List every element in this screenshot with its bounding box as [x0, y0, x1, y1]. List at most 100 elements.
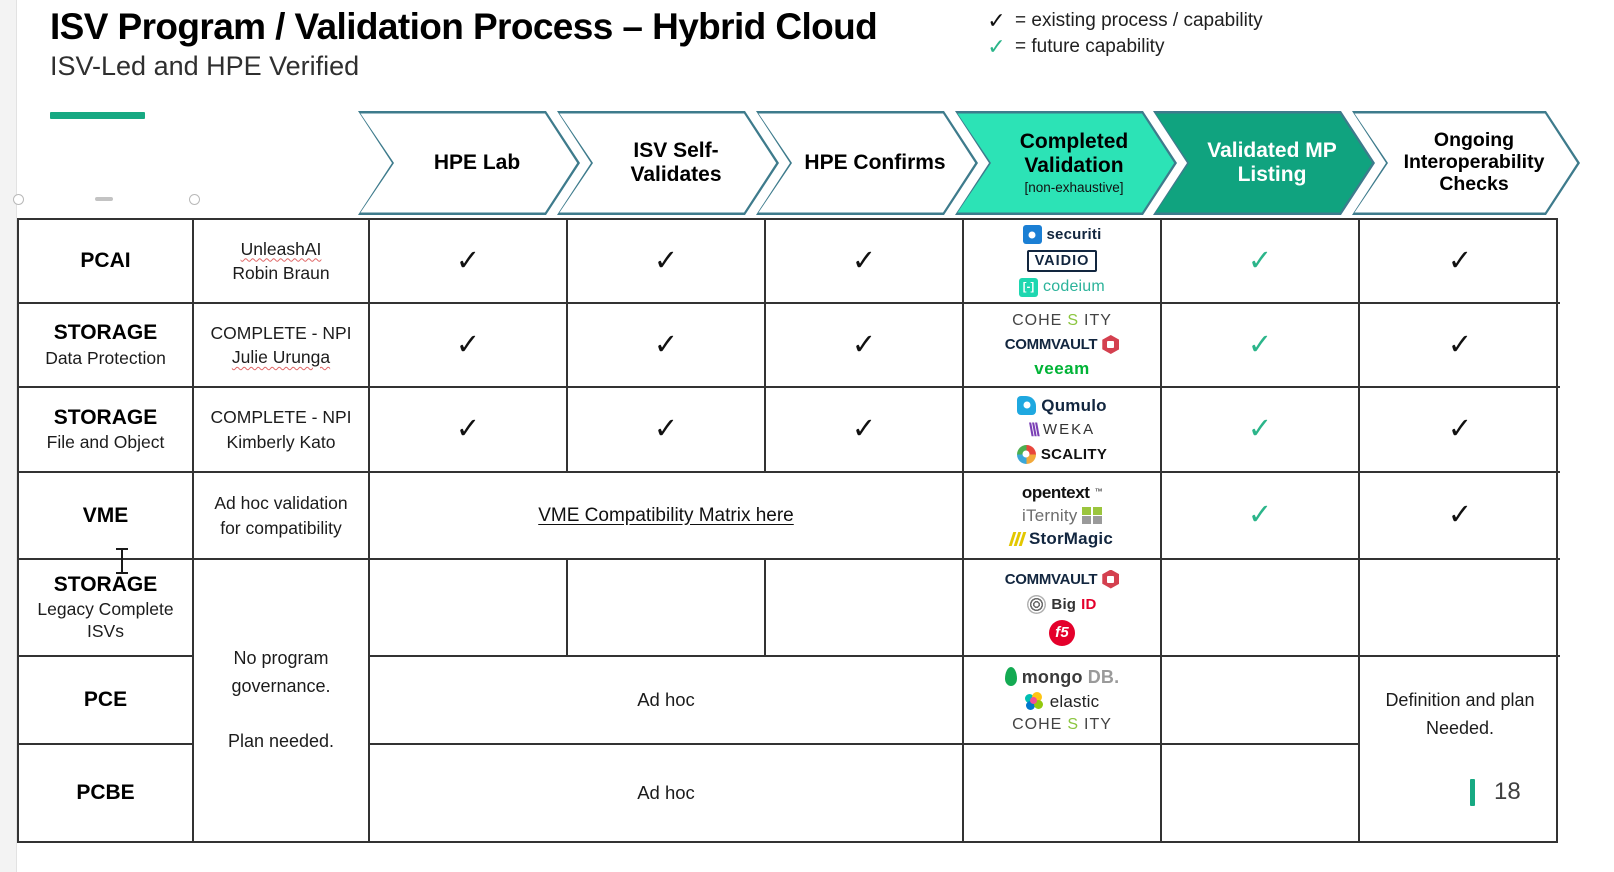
stage-chevron-isv-self-validates[interactable]: ISV Self- Validates	[557, 111, 779, 215]
logo-text-iternity: iTernity	[1022, 506, 1078, 525]
legend-label-future: = future capability	[1015, 36, 1165, 57]
selection-handle-right[interactable]	[189, 194, 200, 205]
stage-chevron-validated-mp-listing[interactable]: Validated MP Listing	[1153, 111, 1375, 215]
cell-validated-mp-vme: ✓	[1162, 473, 1360, 560]
stage-label-hpe-lab: HPE Lab	[404, 151, 534, 175]
check-icon-validated-mp-storage-dp: ✓	[1247, 328, 1273, 361]
stage-label-completed-validation: Completed Validation [non-exhaustive]	[990, 130, 1143, 195]
owner-cell-vme: Ad hoc validation for compatibility	[194, 473, 370, 560]
check-icon-isv-self-storage-fo: ✓	[653, 413, 679, 445]
legend-item-existing: ✓ = existing process / capability	[985, 8, 1262, 34]
cell-ongoing-vme: ✓	[1360, 473, 1560, 560]
logo-commvault-legacy: COMMVAULT	[1004, 569, 1120, 589]
stage-label-ongoing-line1: Ongoing	[1433, 129, 1515, 152]
owner-storage-dp-line2: Julie Urunga	[231, 347, 331, 367]
logo-text-cohesity-b: ITY	[1084, 312, 1112, 329]
owner-cell-storage-dp: COMPLETE - NPI Julie Urunga	[194, 304, 370, 388]
cell-validated-mp-storage-fo: ✓	[1162, 388, 1360, 473]
adhoc-label-pcbe: Ad hoc	[637, 782, 695, 803]
footer-page-number: 18	[1470, 778, 1521, 806]
page-title: ISV Program / Validation Process – Hybri…	[50, 6, 878, 47]
check-icon-hpe-confirms-storage-dp: ✓	[851, 328, 877, 361]
adhoc-label-pce: Ad hoc	[637, 689, 695, 710]
cell-completed-validation-pcai: securiti VAIDIO [-] codeium	[964, 220, 1162, 304]
slide-left-gutter	[0, 0, 17, 872]
mongodb-leaf-icon	[1004, 667, 1017, 686]
chevron-fill-hpe-confirms	[756, 111, 978, 215]
ongoing-note-line2: Needed.	[1425, 717, 1495, 738]
page-subtitle: ISV-Led and HPE Verified	[50, 51, 360, 81]
check-icon-validated-mp-vme: ✓	[1247, 499, 1273, 531]
stage-chevron-hpe-confirms[interactable]: HPE Confirms	[756, 111, 978, 215]
stage-chevron-completed-validation[interactable]: Completed Validation [non-exhaustive]	[955, 111, 1177, 215]
iternity-mark-icon	[1082, 506, 1102, 525]
logo-text-cohesity-pce-s: S	[1067, 716, 1079, 733]
owner-storage-fo: COMPLETE - NPI Kimberly Kato	[211, 405, 352, 454]
check-icon-ongoing-pcai: ✓	[1447, 244, 1473, 277]
cell-ongoing-storage-dp: ✓	[1360, 304, 1560, 388]
stage-label-hpe-confirms-text: HPE Confirms	[804, 151, 946, 175]
owner-pcai-line2: Robin Braun	[232, 263, 330, 283]
selection-handle-top[interactable]	[95, 197, 113, 201]
logo-codeium: [-] codeium	[1019, 277, 1105, 297]
commvault-mark-icon-legacy	[1102, 569, 1120, 589]
stormagic-mark-icon	[1008, 531, 1027, 546]
owner-storage-dp: COMPLETE - NPI Julie Urunga	[211, 321, 352, 370]
logo-text-qumulo: Qumulo	[1041, 395, 1107, 415]
cell-ongoing-storage-legacy	[1360, 560, 1560, 657]
cell-completed-validation-storage-fo: Qumulo \\\ WEKA SCALITY	[964, 388, 1162, 473]
selection-handle-left[interactable]	[13, 194, 24, 205]
stage-label-isv-line1: ISV Self-	[633, 139, 719, 163]
logo-text-commvault-legacy: COMMVAULT	[1004, 570, 1098, 588]
check-icon-existing: ✓	[987, 8, 1006, 33]
logo-text-scality: SCALITY	[1040, 445, 1108, 463]
segment-title-storage-legacy: STORAGE	[53, 573, 158, 597]
cell-adhoc-pcbe: Ad hoc	[370, 745, 964, 841]
cell-vme-compatibility-matrix-link[interactable]: VME Compatibility Matrix here	[370, 473, 964, 560]
logo-text-vaidio: VAIDIO	[1026, 250, 1098, 272]
cell-hpe-lab-storage-legacy	[370, 560, 568, 657]
cell-hpe-confirms-pcai: ✓	[766, 220, 964, 304]
owner-cell-no-program-governance: No program governance. Plan needed.	[194, 560, 370, 841]
stage-label-validated-mp-listing: Validated MP Listing	[1177, 139, 1351, 186]
check-icon-validated-mp-storage-fo: ✓	[1247, 413, 1273, 445]
stage-chevron-hpe-lab[interactable]: HPE Lab	[358, 111, 580, 215]
commvault-mark-icon	[1102, 335, 1120, 354]
securiti-mark-icon	[1022, 225, 1042, 245]
logo-elastic: elastic	[1024, 692, 1100, 711]
owner-note: No program governance. Plan needed.	[228, 645, 334, 757]
logo-qumulo: Qumulo	[1017, 395, 1107, 415]
cell-hpe-confirms-storage-fo: ✓	[766, 388, 964, 473]
owner-vme-line2: for compatibility	[220, 517, 342, 538]
owner-note-line1: No program	[233, 647, 329, 668]
cell-ongoing-pcai: ✓	[1360, 220, 1560, 304]
check-icon-hpe-lab-storage-fo: ✓	[455, 413, 481, 445]
vme-compatibility-matrix-link[interactable]: VME Compatibility Matrix here	[538, 504, 794, 526]
logo-text-codeium: codeium	[1043, 278, 1105, 296]
check-icon-ongoing-vme: ✓	[1447, 499, 1473, 531]
logo-text-bigid-id: ID	[1081, 595, 1097, 613]
logo-text-bigid-big: Big	[1051, 595, 1077, 613]
title-block: ISV Program / Validation Process – Hybri…	[50, 6, 878, 81]
logo-stormagic: StorMagic	[1008, 530, 1113, 547]
stage-label-mp-line2: Listing	[1237, 163, 1307, 186]
stage-label-mp-line1: Validated MP	[1207, 139, 1337, 163]
weka-mark-icon: \\\	[1028, 419, 1040, 440]
logo-securiti: securiti	[1022, 225, 1102, 245]
logo-weka: \\\ WEKA	[1029, 421, 1095, 439]
stage-chevron-ongoing-interoperability-checks[interactable]: Ongoing Interoperability Checks	[1352, 111, 1580, 215]
cell-validated-mp-pce	[1162, 657, 1360, 745]
f5-mark-icon: f5	[1049, 619, 1075, 646]
logo-text-cohesity-a: COHE	[1012, 312, 1063, 329]
logo-text-opentext: opentext	[1021, 482, 1090, 502]
stage-label-completed-line1: Completed	[1019, 130, 1129, 154]
owner-vme: Ad hoc validation for compatibility	[214, 491, 347, 540]
